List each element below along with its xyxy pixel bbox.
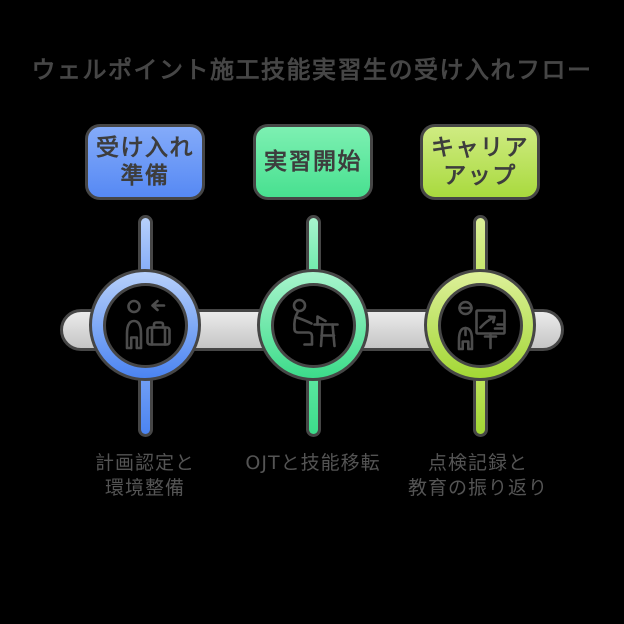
ring-inner: [437, 282, 523, 368]
step-label-box: 受け入れ 準備: [85, 124, 205, 200]
step-description: OJTと技能移転: [245, 452, 381, 474]
step-label: 受け入れ 準備: [96, 134, 194, 189]
person-arrival-briefcase-icon: [125, 299, 171, 350]
step-label-box: キャリア アップ: [420, 124, 540, 200]
step-description: 計画認定と 環境整備: [94, 452, 195, 500]
person-desk-training-icon: [292, 298, 339, 348]
connector-stem-top: [306, 215, 321, 285]
connector-stem-top: [138, 215, 153, 285]
connector-stem-bottom: [138, 365, 153, 437]
person-presentation-chart-icon: [457, 300, 506, 351]
timeline-node-ring: [89, 269, 201, 381]
page-title: ウェルポイント施工技能実習生の受け入れフロー: [31, 56, 593, 84]
timeline-node-ring: [257, 269, 369, 381]
step-label: 実習開始: [264, 148, 362, 175]
connector-stem-top: [473, 215, 488, 285]
step-label-box: 実習開始: [253, 124, 373, 200]
timeline-node-ring: [424, 269, 536, 381]
connector-stem-bottom: [306, 365, 321, 437]
ring-inner: [270, 282, 356, 368]
ring-inner: [102, 282, 188, 368]
step-label: キャリア アップ: [431, 134, 529, 189]
connector-stem-bottom: [473, 365, 488, 437]
step-description: 点検記録と 教育の振り返り: [407, 452, 548, 500]
